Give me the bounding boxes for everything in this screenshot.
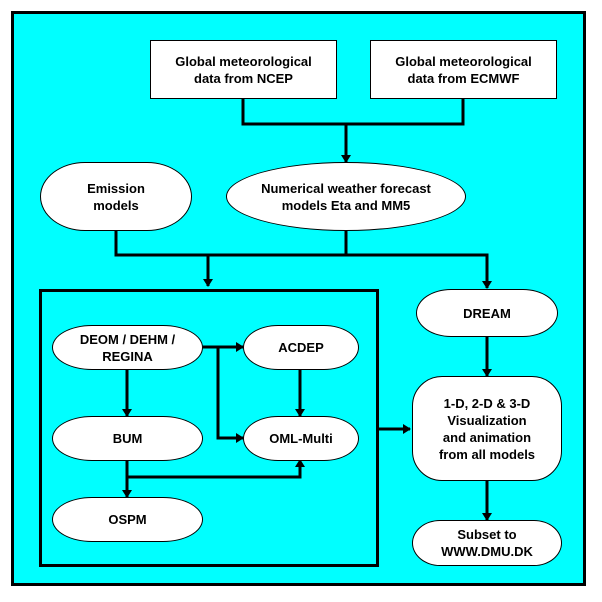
node-label: DREAM: [463, 305, 511, 322]
node-label-line: DREAM: [463, 305, 511, 321]
edge-ecmwf-to-nwf: [346, 98, 465, 126]
edge-bum-to-oml: [127, 459, 305, 479]
node-dream: DREAM: [416, 289, 558, 337]
node-label: Subset to WWW.DMU.DK: [441, 526, 533, 560]
node-label-line: Subset to: [457, 527, 517, 542]
node-label-line: Numerical weather forecast: [261, 180, 431, 196]
node-label-line: BUM: [112, 431, 143, 446]
edge-deom-to-oml: [216, 347, 244, 443]
node-label-line: from all models: [438, 446, 536, 462]
node-label-line: ACDEP: [278, 340, 324, 355]
node-label: OSPM: [108, 511, 146, 528]
node-label-line: WWW.DMU.DK: [441, 544, 533, 559]
node-label: ACDEP: [278, 339, 324, 356]
node-label-line: OML-Multi: [269, 431, 333, 446]
node-label-line: and animation: [442, 429, 532, 445]
node-label-line: Global meteorological: [175, 53, 312, 69]
node-label: DEOM / DEHM /REGINA: [80, 331, 175, 365]
node-bum: BUM: [52, 416, 203, 461]
node-label-line: Global meteorological: [395, 53, 532, 69]
node-label: BUM: [113, 430, 143, 447]
edge-emission-to-group: [114, 230, 346, 257]
node-label-line: models Eta and MM5: [281, 197, 411, 213]
model-group: [39, 289, 379, 567]
node-label-line: Visualization: [447, 412, 527, 428]
node-label-line: data from ECMWF: [407, 70, 520, 86]
node-label-line: OSPM: [108, 512, 147, 527]
node-label: OML-Multi: [269, 430, 333, 447]
node-subset: Subset to WWW.DMU.DK: [412, 520, 562, 566]
node-label-line: models: [93, 197, 139, 213]
node-ospm: OSPM: [52, 497, 203, 542]
node-label-line: Emission: [87, 180, 145, 196]
node-deom: DEOM / DEHM /REGINA: [52, 325, 203, 370]
node-label-line: DEOM / DEHM /: [79, 331, 176, 347]
node-label-line: data from NCEP: [194, 70, 293, 86]
edge-nwf-to-dream: [346, 253, 492, 289]
node-acdep: ACDEP: [243, 325, 359, 370]
edge-ncep-to-nwf: [241, 98, 346, 126]
node-label-line: 1-D, 2-D & 3-D: [443, 395, 531, 411]
node-oml: OML-Multi: [243, 416, 359, 461]
node-label-line: REGINA: [102, 348, 153, 364]
